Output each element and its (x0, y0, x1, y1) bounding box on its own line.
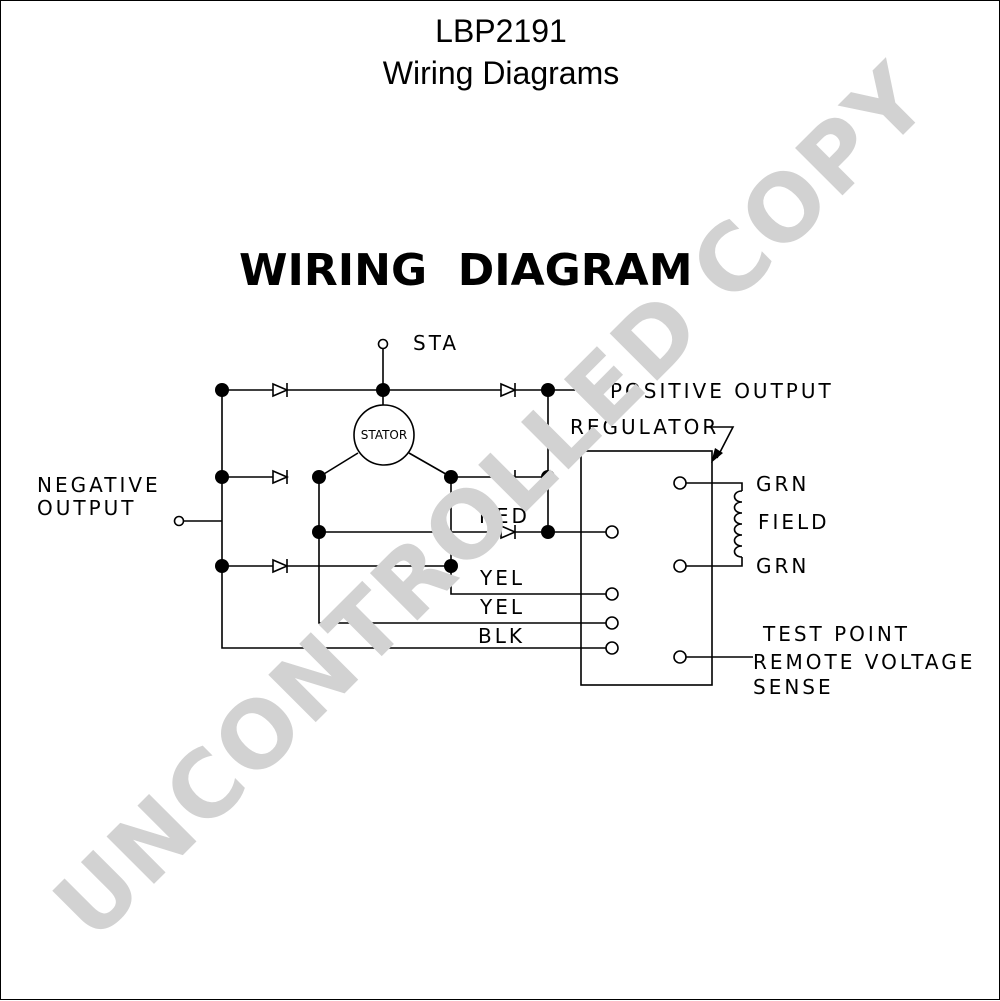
negative-output-terminal (173, 515, 185, 527)
test-point-label: TEST POINT (762, 622, 910, 646)
stator-right-phase-wire (408, 452, 452, 478)
yel-wire-label-2: YEL (479, 595, 525, 619)
regulator-terminal-yel-2 (605, 616, 619, 630)
red-wire-label: RED (479, 504, 530, 528)
diode-bottom-left (272, 558, 290, 574)
regulator-terminal-yel-1 (605, 587, 619, 601)
stator-left-phase-wire (318, 452, 359, 478)
regulator-terminal-grn-bottom (673, 559, 687, 573)
field-coil-icon (733, 490, 743, 558)
blk-wire-label: BLK (478, 624, 525, 648)
document-subtitle: Wiring Diagrams (382, 55, 620, 91)
sense-label: SENSE (753, 675, 834, 699)
grn-bottom-label: GRN (756, 554, 809, 578)
document-title: LBP2191 (435, 13, 567, 49)
grn-top-label: GRN (756, 472, 809, 496)
diagram-title: WIRING DIAGRAM (239, 245, 693, 296)
diode-top-right (500, 382, 518, 398)
yel-wire-upper (450, 566, 609, 595)
diode-top-left (272, 382, 290, 398)
stator-label: STATOR (361, 428, 407, 442)
remote-voltage-label: REMOTE VOLTAGE (753, 650, 975, 674)
field-bottom-wire (686, 557, 743, 567)
regulator-terminal-grn-top (673, 476, 687, 490)
watermark-text: UNCONTROLLED COPY (34, 44, 950, 960)
diode-red (500, 524, 518, 540)
diode-middle-right (500, 469, 518, 485)
regulator-terminal-sense (673, 650, 687, 664)
output-label: OUTPUT (37, 496, 137, 520)
field-top-wire (686, 482, 743, 491)
stator-circle (353, 404, 415, 466)
field-label: FIELD (758, 510, 830, 534)
junction-dots (215, 383, 555, 573)
negative-label: NEGATIVE (37, 473, 161, 497)
regulator-leader-line (706, 426, 735, 459)
regulator-terminal-red (605, 525, 619, 539)
yel-wire-label-1: YEL (479, 566, 525, 590)
positive-output-label: POSITIVE OUTPUT (610, 379, 834, 403)
regulator-arrow-icon (711, 448, 723, 463)
diode-middle-left (272, 469, 290, 485)
regulator-terminal-blk (605, 641, 619, 655)
regulator-box (580, 450, 713, 686)
regulator-label: REGULATOR (570, 415, 719, 439)
sta-label: STA (413, 331, 459, 355)
sta-terminal (377, 338, 389, 350)
